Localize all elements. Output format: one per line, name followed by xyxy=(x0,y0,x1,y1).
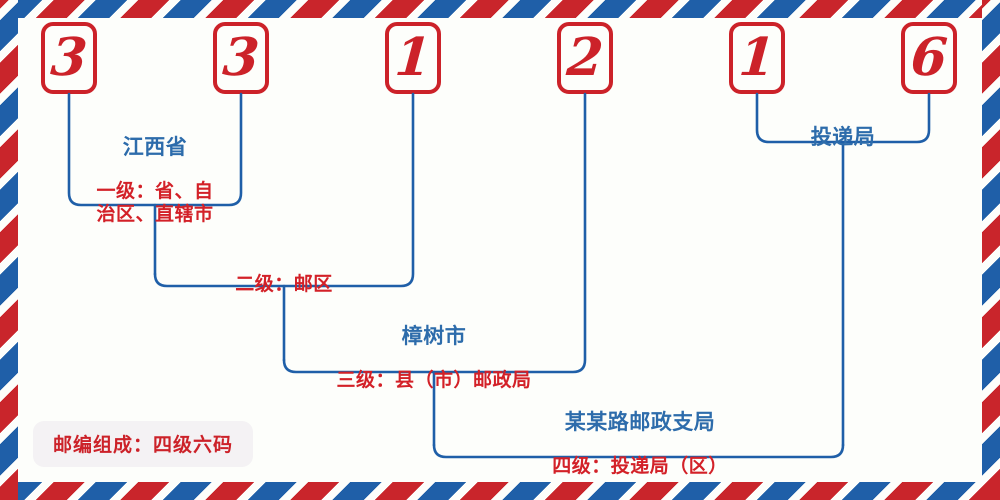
level-1-rank: 一级：省、自 治区、直辖市 xyxy=(96,180,214,225)
level-3-label: 樟树市 三级：县（市）邮政局 xyxy=(294,304,574,411)
digit-cell-1: 3 xyxy=(41,22,97,94)
digit-glyph-1: 3 xyxy=(48,27,90,88)
delivery-office-label: 投递局 xyxy=(763,105,923,170)
envelope-border-right xyxy=(982,0,1000,500)
digit-cell-2: 3 xyxy=(213,22,269,94)
level-4-place: 某某路邮政支局 xyxy=(564,410,716,434)
digit-glyph-4: 2 xyxy=(564,27,606,88)
level-1-label: 江西省 一级：省、自 治区、直辖市 xyxy=(75,115,235,246)
level-1-place: 江西省 xyxy=(122,135,188,159)
level-3-rank: 三级：县（市）邮政局 xyxy=(336,369,532,391)
digit-cell-4: 2 xyxy=(557,22,613,94)
digit-cell-5: 1 xyxy=(729,22,785,94)
digit-glyph-2: 3 xyxy=(220,27,262,88)
digit-cell-6: 6 xyxy=(901,22,957,94)
level-2-label: 二级：邮区 xyxy=(204,253,364,315)
legend-badge: 邮编组成：四级六码 xyxy=(33,421,254,467)
delivery-office-place: 投递局 xyxy=(810,125,876,149)
level-2-rank: 二级：邮区 xyxy=(235,273,333,295)
digit-glyph-5: 1 xyxy=(736,27,778,88)
level-4-rank: 四级：投递局（区） xyxy=(552,455,728,477)
level-3-place: 樟树市 xyxy=(401,324,467,348)
digit-glyph-3: 1 xyxy=(392,27,434,88)
envelope-border-left xyxy=(0,0,18,500)
envelope-border-top xyxy=(0,0,1000,18)
digit-cell-3: 1 xyxy=(385,22,441,94)
level-4-label: 某某路邮政支局 四级：投递局（区） xyxy=(490,390,790,497)
digit-glyph-6: 6 xyxy=(908,27,950,88)
